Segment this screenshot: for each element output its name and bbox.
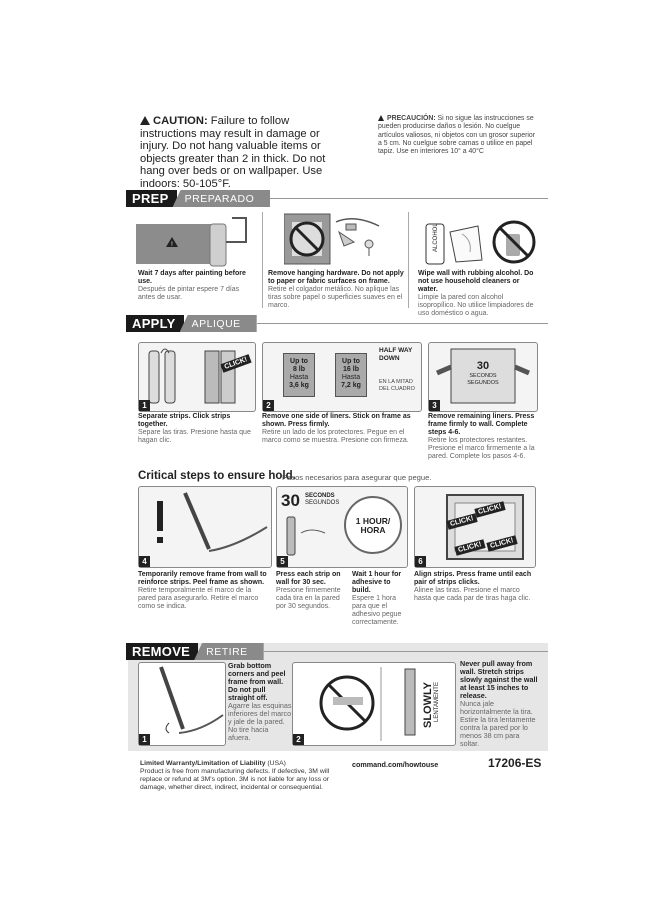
apply-header: APPLY APLIQUE	[126, 315, 548, 332]
step-number: 1	[139, 400, 150, 411]
step-number: 3	[429, 400, 440, 411]
warranty: Limited Warranty/Limitation of Liability…	[140, 760, 330, 791]
remove-panel-2: SLOWLY LENTAMENTE 2	[292, 662, 456, 746]
remove-step-1: Grab bottom corners and peel frame from …	[228, 661, 292, 742]
svg-text:!: !	[171, 242, 173, 248]
remove-panel-1: 1	[138, 662, 226, 746]
prep-step-wipe: Wipe wall with rubbing alcohol. Do not u…	[418, 270, 534, 317]
critical-panel-6: CLICK! CLICK! CLICK! CLICK! 6	[414, 486, 536, 568]
critical-step-4: Temporarily remove frame from wall to re…	[138, 571, 267, 610]
remove-title: REMOVE	[126, 643, 199, 660]
remove-step-2: Never pull away from wall. Stretch strip…	[460, 659, 538, 748]
slowly-label: SLOWLY LENTAMENTE	[422, 681, 440, 729]
critical-step-5: Press each strip on wall for 30 sec.Pres…	[276, 571, 341, 610]
step-number: 4	[139, 556, 150, 567]
caution-text: Failure to follow instructions may resul…	[140, 115, 326, 190]
apply-subtitle: APLIQUE	[179, 315, 257, 332]
paint-roller-illustration: !	[136, 217, 247, 267]
critical-title: Critical steps to ensure hold.	[138, 470, 296, 482]
critical-panel-4: 4	[138, 486, 272, 568]
step-number: 1	[139, 734, 150, 745]
caution-es-text: Si no sigue las instrucciones se pueden …	[378, 115, 536, 156]
critical-subtitle: Pasos necesarios para asegurar que pegue…	[282, 473, 432, 482]
alcohol-wipe-illustration: ALCOHOL	[425, 220, 536, 265]
prep-title: PREP	[126, 190, 177, 207]
caution-label: CAUTION:	[153, 115, 208, 127]
apply-panel-1: CLICK! 1	[138, 342, 256, 412]
warning-icon	[378, 115, 384, 121]
remove-subtitle: RETIRE	[194, 643, 264, 660]
caution-english: CAUTION: Failure to follow instructions …	[140, 115, 330, 191]
warning-icon	[140, 116, 150, 125]
step-number: 2	[263, 400, 274, 411]
step-number: 2	[293, 734, 304, 745]
prep-step-hardware: Remove hanging hardware. Do not apply to…	[268, 270, 404, 309]
remove-hardware-illustration	[284, 213, 380, 265]
apply-step-3: Remove remaining liners. Press frame fir…	[428, 413, 535, 460]
hour-label: 1 HOUR/HORA	[355, 516, 391, 535]
step-number: 5	[277, 556, 288, 567]
prep-subtitle: PREPARADO	[172, 190, 271, 207]
caution-spanish: PRECAUCIÓN: Si no sigue las instruccione…	[378, 115, 538, 156]
prep-header: PREP PREPARADO	[126, 190, 548, 207]
critical-step-wait: Wait 1 hour for adhesive to build.Espere…	[352, 571, 402, 626]
halfway-es-label: EN LA MITAD DEL CUADRO	[379, 379, 415, 392]
seconds-number: 30	[476, 360, 490, 372]
step-number: 6	[415, 556, 426, 567]
caution-es-label: PRECAUCIÓN:	[387, 115, 436, 122]
halfway-label: HALF WAY DOWN	[379, 347, 413, 362]
apply-step-2: Remove one side of liners. Stick on fram…	[262, 413, 411, 444]
product-code: 17206-ES	[488, 756, 542, 770]
howtouse-link[interactable]: command.com/howtouse	[352, 760, 439, 769]
critical-step-6: Align strips. Press frame until each pai…	[414, 571, 532, 602]
prep-step-paint: Wait 7 days after painting before use.De…	[138, 270, 246, 301]
apply-step-1: Separate strips. Click strips together.S…	[138, 413, 251, 444]
apply-title: APPLY	[126, 315, 184, 332]
seconds-number: 30	[281, 491, 300, 510]
alcohol-label: ALCOHOL	[433, 223, 439, 252]
remove-header: REMOVE RETIRE	[126, 643, 548, 660]
